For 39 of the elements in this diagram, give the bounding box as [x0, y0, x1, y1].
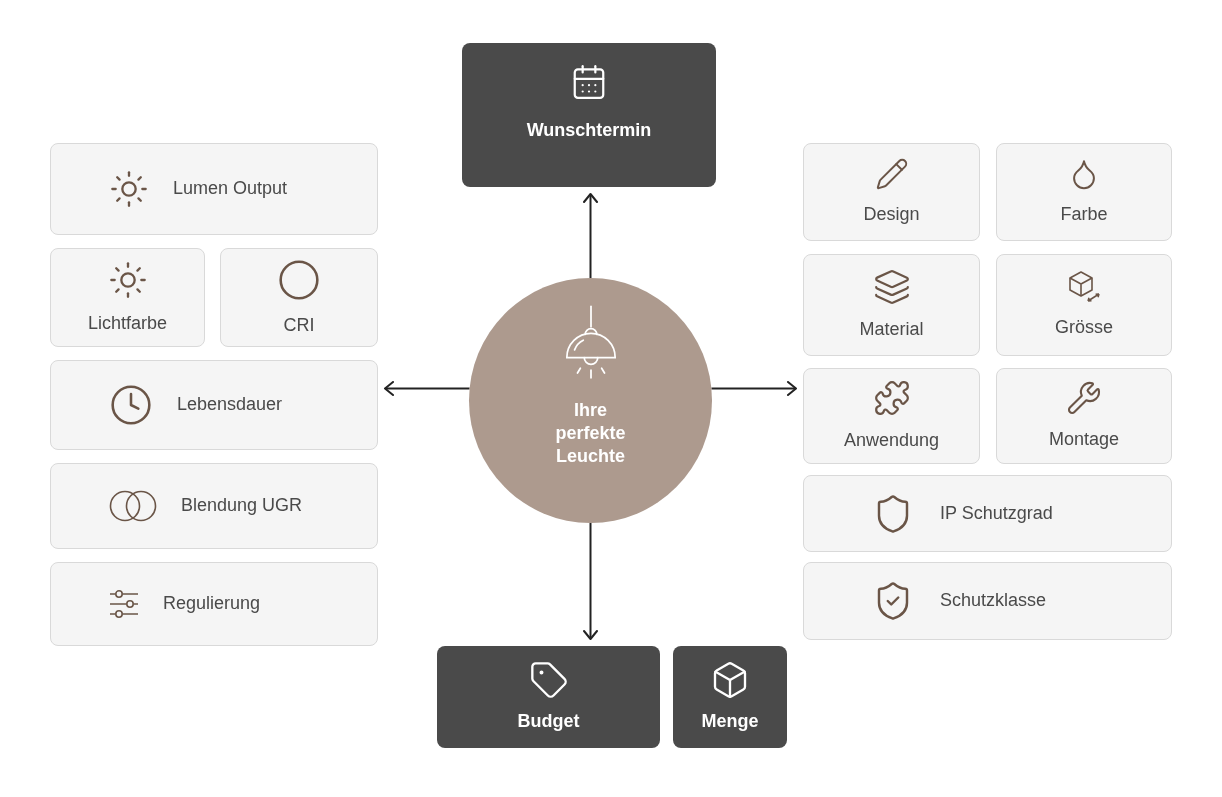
feature-card: [996, 368, 1172, 464]
feature-card: [996, 143, 1172, 241]
card-title: Menge: [701, 710, 759, 734]
feature-label: Material: [859, 318, 924, 342]
center-title: Ihre perfekte Leuchte: [554, 398, 627, 468]
feature-card: [50, 562, 378, 646]
feature-card: [220, 248, 378, 347]
card-title: Budget: [517, 710, 580, 734]
feature-label: Regulierung: [163, 592, 261, 616]
feature-card: [803, 475, 1172, 552]
feature-card: [803, 368, 980, 464]
feature-card: [50, 360, 378, 450]
arrow: [384, 381, 471, 396]
feature-label: Design: [863, 203, 920, 227]
feature-card: [996, 254, 1172, 356]
arrow: [583, 522, 598, 640]
feature-label: Grösse: [1055, 316, 1113, 340]
feature-card: [803, 143, 980, 241]
feature-card: [803, 562, 1172, 640]
feature-label: Lichtfarbe: [87, 312, 168, 335]
feature-card: [50, 248, 205, 347]
dark-card: [437, 646, 660, 748]
dark-card: [462, 43, 716, 187]
feature-label: Montage: [1048, 428, 1120, 452]
feature-card: [50, 463, 378, 549]
dark-card: [673, 646, 787, 748]
feature-label: CRI: [283, 314, 315, 337]
feature-label: Lebensdauer: [177, 393, 283, 417]
arrow: [710, 381, 797, 396]
card-title: Wunschtermin: [526, 119, 652, 142]
feature-label: Farbe: [1060, 203, 1108, 227]
feature-label: Schutzklasse: [940, 589, 1047, 613]
feature-label: Blendung UGR: [181, 494, 303, 518]
arrow: [583, 193, 598, 279]
feature-label: Anwendung: [843, 429, 940, 453]
feature-label: IP Schutzgrad: [940, 502, 1053, 525]
feature-label: Lumen Output: [173, 177, 288, 201]
feature-card: [50, 143, 378, 235]
feature-card: [803, 254, 980, 356]
